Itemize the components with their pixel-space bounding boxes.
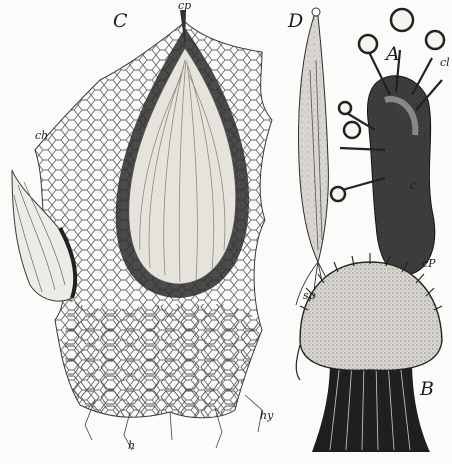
label-panel-d: D bbox=[288, 12, 303, 31]
label-panel-b: B bbox=[420, 380, 434, 399]
panel-d-drawing bbox=[296, 8, 340, 312]
panel-c-hyphae-region bbox=[65, 300, 262, 418]
label-ch: ch bbox=[35, 130, 48, 141]
panel-c-drawing bbox=[12, 10, 272, 450]
panel-a-knob bbox=[391, 9, 413, 31]
label-sp: sp bbox=[303, 290, 316, 301]
panel-b-drawing bbox=[296, 253, 442, 452]
label-cp-b: cP bbox=[422, 258, 436, 269]
panel-a-knob bbox=[339, 102, 351, 114]
label-panel-a: A bbox=[386, 45, 400, 64]
label-panel-c: C bbox=[113, 12, 128, 31]
panel-a-knob bbox=[426, 31, 444, 49]
label-h: h bbox=[128, 440, 135, 451]
panel-b-stalk bbox=[312, 360, 430, 452]
label-hy: hy bbox=[260, 410, 273, 421]
label-cl: cl bbox=[440, 57, 450, 68]
panel-a-knob bbox=[331, 187, 345, 201]
label-c: c bbox=[410, 180, 416, 191]
panel-a-knob bbox=[359, 35, 377, 53]
panel-a-knob bbox=[344, 122, 360, 138]
label-cp-c: cp bbox=[178, 0, 191, 11]
panel-d-knob bbox=[312, 8, 320, 16]
